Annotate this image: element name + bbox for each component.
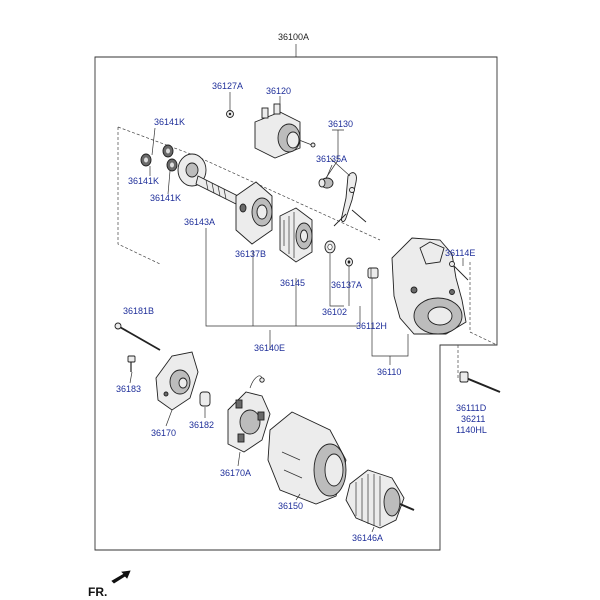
label-36127A: 36127A: [212, 81, 243, 91]
leader-lines: [129, 92, 464, 533]
label-36150: 36150: [278, 501, 303, 511]
label-36111D: 36111D: [456, 403, 487, 413]
stop-ring-36137A: [345, 257, 353, 267]
bolt-36111D: [459, 371, 501, 393]
label-36110: 36110: [377, 367, 401, 377]
shift-lever-36130: [333, 172, 367, 227]
washer-36102: [324, 240, 336, 254]
label-36130: 36130: [328, 119, 353, 129]
front-arrow-icon: [111, 570, 131, 584]
label-36182: 36182: [189, 420, 214, 430]
through-bolt-36181B: [114, 322, 161, 351]
assembly-frame: [94, 56, 498, 551]
label-36141K-b: 36141K: [128, 176, 159, 186]
rear-cover-36170: [155, 351, 199, 411]
screw-36183: [127, 355, 136, 372]
plunger-36135A: [318, 177, 334, 189]
nut-36127A: [226, 110, 234, 118]
label-36112H: 36112H: [356, 321, 387, 331]
internal-gear-36137B: [235, 181, 273, 245]
planetary-shaft-36143A: [177, 153, 239, 205]
bushing-36182: [199, 391, 211, 407]
orientation-label: FR.: [88, 585, 107, 599]
label-36141K-c: 36141K: [150, 193, 181, 203]
label-36170: 36170: [151, 428, 176, 438]
bushing-36141K-top: [162, 144, 174, 158]
brush-holder-36170A: [227, 375, 271, 453]
bushing-36141K-bottom: [166, 158, 178, 172]
label-36170A: 36170A: [220, 468, 251, 478]
label-36100A: 36100A: [278, 32, 309, 42]
bushing-36141K-left: [140, 153, 152, 167]
drive-group-outline: [117, 126, 381, 265]
label-1140HL: 1140HL: [456, 425, 487, 435]
label-36137B: 36137B: [235, 249, 266, 259]
label-36143A: 36143A: [184, 217, 215, 227]
label-36137A: 36137A: [331, 280, 362, 290]
yoke-36150: [267, 411, 347, 505]
bushing-36112H: [367, 267, 379, 279]
label-36145: 36145: [280, 278, 305, 288]
label-36211: 36211: [461, 414, 485, 424]
solenoid-36120: [254, 103, 316, 159]
label-36135A: 36135A: [316, 154, 347, 164]
label-36102: 36102: [322, 307, 347, 317]
label-36141K-a: 36141K: [154, 117, 185, 127]
label-36140E: 36140E: [254, 343, 285, 353]
label-36146A: 36146A: [352, 533, 383, 543]
label-36120: 36120: [266, 86, 291, 96]
housing-group-outline: [469, 262, 498, 346]
front-housing-36110: [391, 237, 467, 335]
armature-36146A: [345, 469, 415, 529]
overrunning-clutch-36145: [279, 207, 313, 263]
bolt-36114E: [449, 261, 469, 281]
label-36181B: 36181B: [123, 306, 154, 316]
label-36183: 36183: [116, 384, 141, 394]
label-36114E: 36114E: [445, 248, 475, 258]
